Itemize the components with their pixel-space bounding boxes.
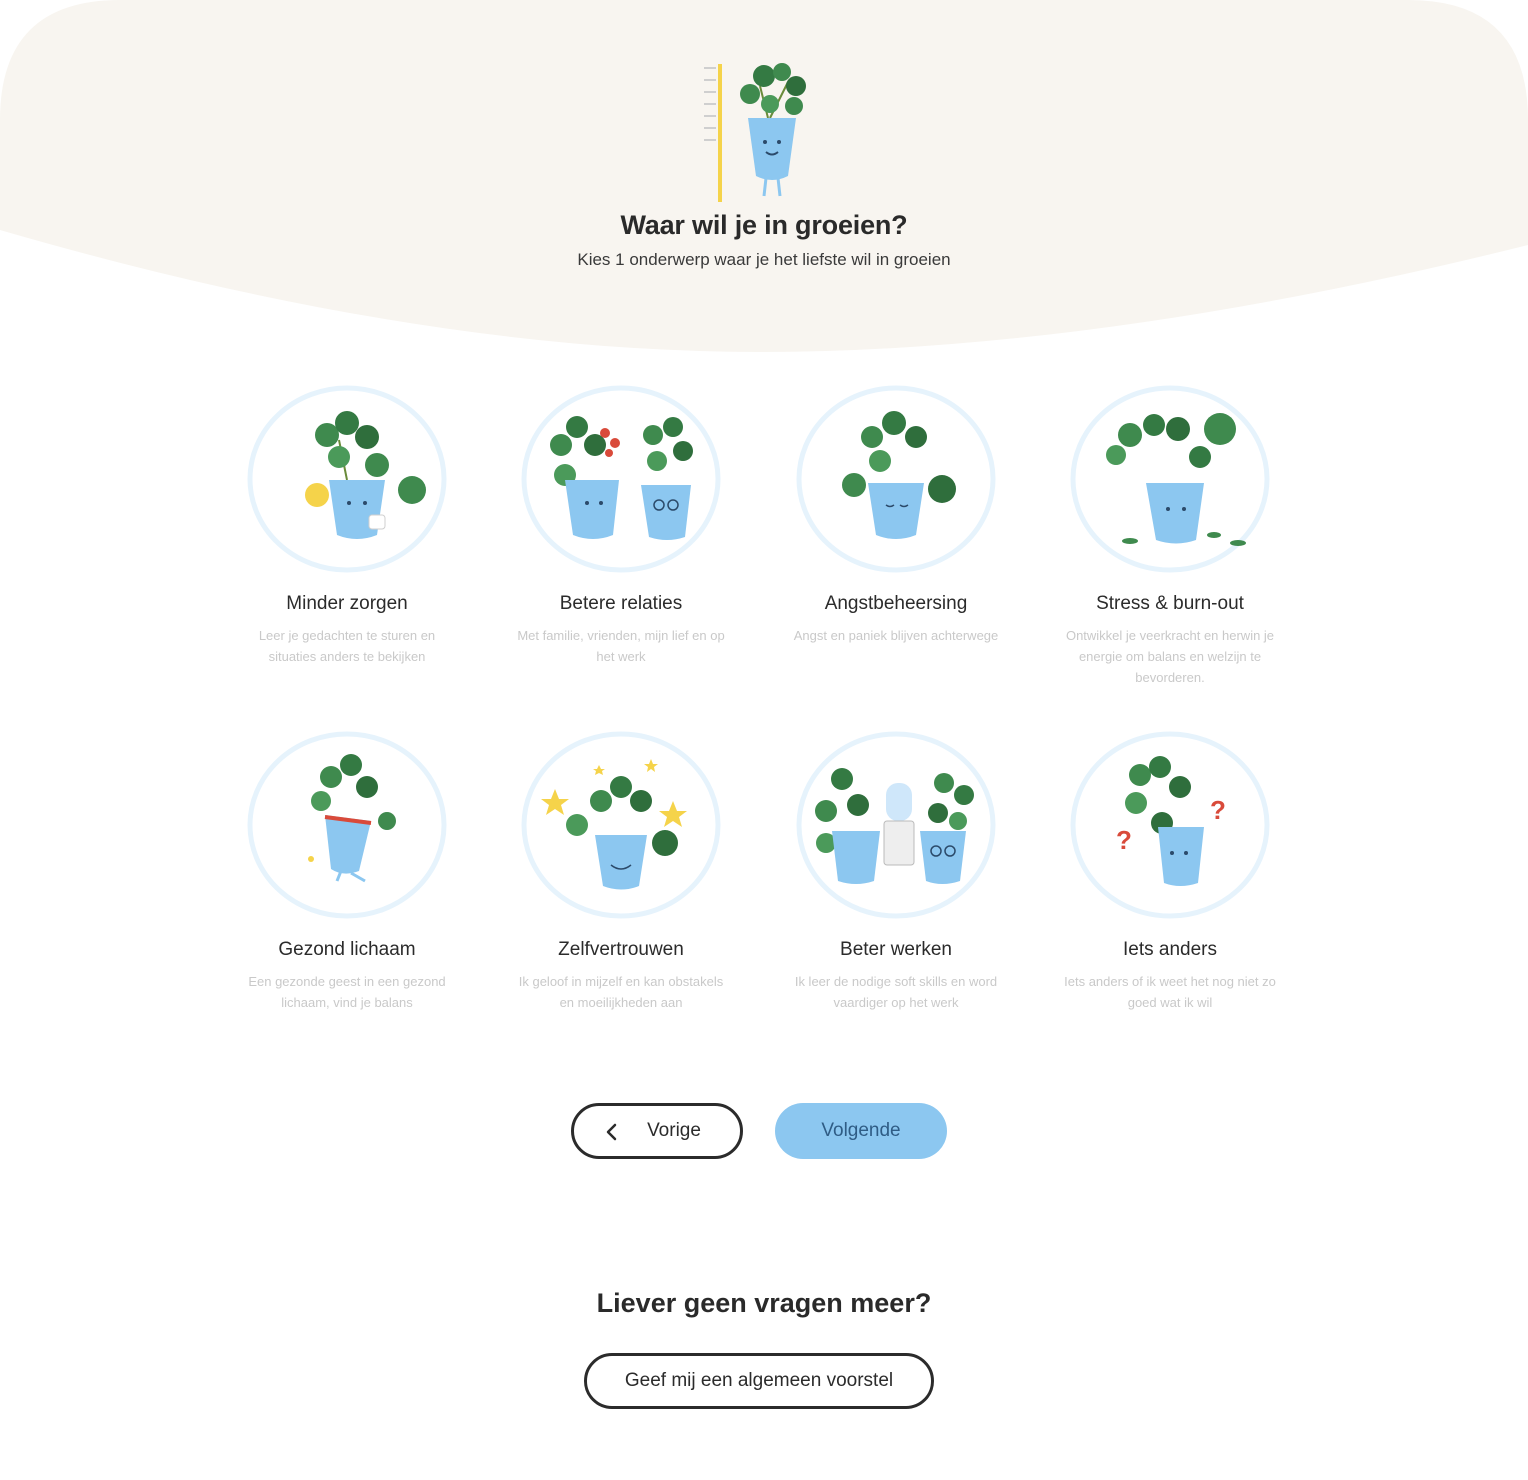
topic-title: Minder zorgen	[286, 593, 408, 614]
next-button[interactable]: Volgende	[775, 1103, 947, 1159]
topic-grid: Minder zorgen Leer je gedachten te sture…	[227, 385, 1290, 1013]
previous-button[interactable]: Vorige	[571, 1103, 743, 1159]
topic-title: Angstbeheersing	[824, 593, 968, 614]
two-plants-with-hearts-illustration	[521, 385, 721, 573]
stressed-plant-dropping-leaves-illustration	[1070, 385, 1270, 573]
topic-title: Stress & burn-out	[1096, 593, 1244, 614]
topic-description: Ik geloof in mijzelf en kan obstakels en…	[518, 974, 724, 1010]
topic-title: Betere relaties	[559, 593, 683, 614]
topic-description: Leer je gedachten te sturen en situaties…	[258, 628, 436, 664]
topic-card-betere-relaties[interactable]: Betere relaties Met familie, vrienden, m…	[501, 385, 741, 667]
topic-card-beter-werken[interactable]: Beter werken Ik leer de nodige soft skil…	[776, 731, 1016, 1013]
topic-title: Zelfvertrouwen	[558, 939, 684, 960]
topic-card-iets-anders[interactable]: ? ? Iets anders Iets anders of ik weet h…	[1050, 731, 1290, 1013]
next-button-label: Volgende	[821, 1120, 901, 1141]
topic-card-angstbeheersing[interactable]: Angstbeheersing Angst en paniek blijven …	[776, 385, 1016, 646]
topic-description: Met familie, vrienden, mijn lief en op h…	[517, 628, 725, 664]
chevron-left-icon	[606, 1123, 617, 1141]
growing-plant-illustration	[704, 63, 806, 202]
topic-card-gezond-lichaam[interactable]: Gezond lichaam Een gezonde geest in een …	[227, 731, 467, 1013]
topic-description: Angst en paniek blijven achterwege	[793, 628, 999, 643]
general-proposal-button-label: Geef mij een algemeen voorstel	[624, 1370, 894, 1391]
topic-description: Een gezonde geest in een gezond lichaam,…	[248, 974, 446, 1010]
running-plant-illustration	[247, 731, 447, 919]
plant-with-question-marks-illustration: ? ?	[1070, 731, 1270, 919]
previous-button-label: Vorige	[647, 1120, 701, 1141]
topic-card-minder-zorgen[interactable]: Minder zorgen Leer je gedachten te sture…	[227, 385, 467, 667]
topic-card-stress-burn-out[interactable]: Stress & burn-out Ontwikkel je veerkrach…	[1050, 385, 1290, 688]
plants-at-water-cooler-illustration	[796, 731, 996, 919]
svg-text:?: ?	[1116, 825, 1132, 855]
topic-title: Iets anders	[1123, 939, 1217, 960]
topic-card-zelfvertrouwen[interactable]: Zelfvertrouwen Ik geloof in mijzelf en k…	[501, 731, 741, 1013]
topic-description: Iets anders of ik weet het nog niet zo g…	[1064, 974, 1276, 1010]
general-proposal-button[interactable]: Geef mij een algemeen voorstel	[584, 1353, 934, 1409]
topic-title: Gezond lichaam	[278, 939, 416, 960]
page-title: Waar wil je in groeien?	[620, 210, 908, 240]
topic-description: Ik leer de nodige soft skills en word va…	[794, 974, 998, 1010]
plant-with-stars-illustration	[521, 731, 721, 919]
topic-title: Beter werken	[840, 939, 952, 960]
plant-with-coffee-and-coin-illustration	[247, 385, 447, 573]
footer-title: Liever geen vragen meer?	[596, 1288, 932, 1318]
calm-meditating-plant-illustration	[796, 385, 996, 573]
svg-text:?: ?	[1210, 795, 1226, 825]
page-subtitle: Kies 1 onderwerp waar je het liefste wil…	[577, 250, 951, 269]
topic-description: Ontwikkel je veerkracht en herwin je ene…	[1065, 628, 1275, 685]
